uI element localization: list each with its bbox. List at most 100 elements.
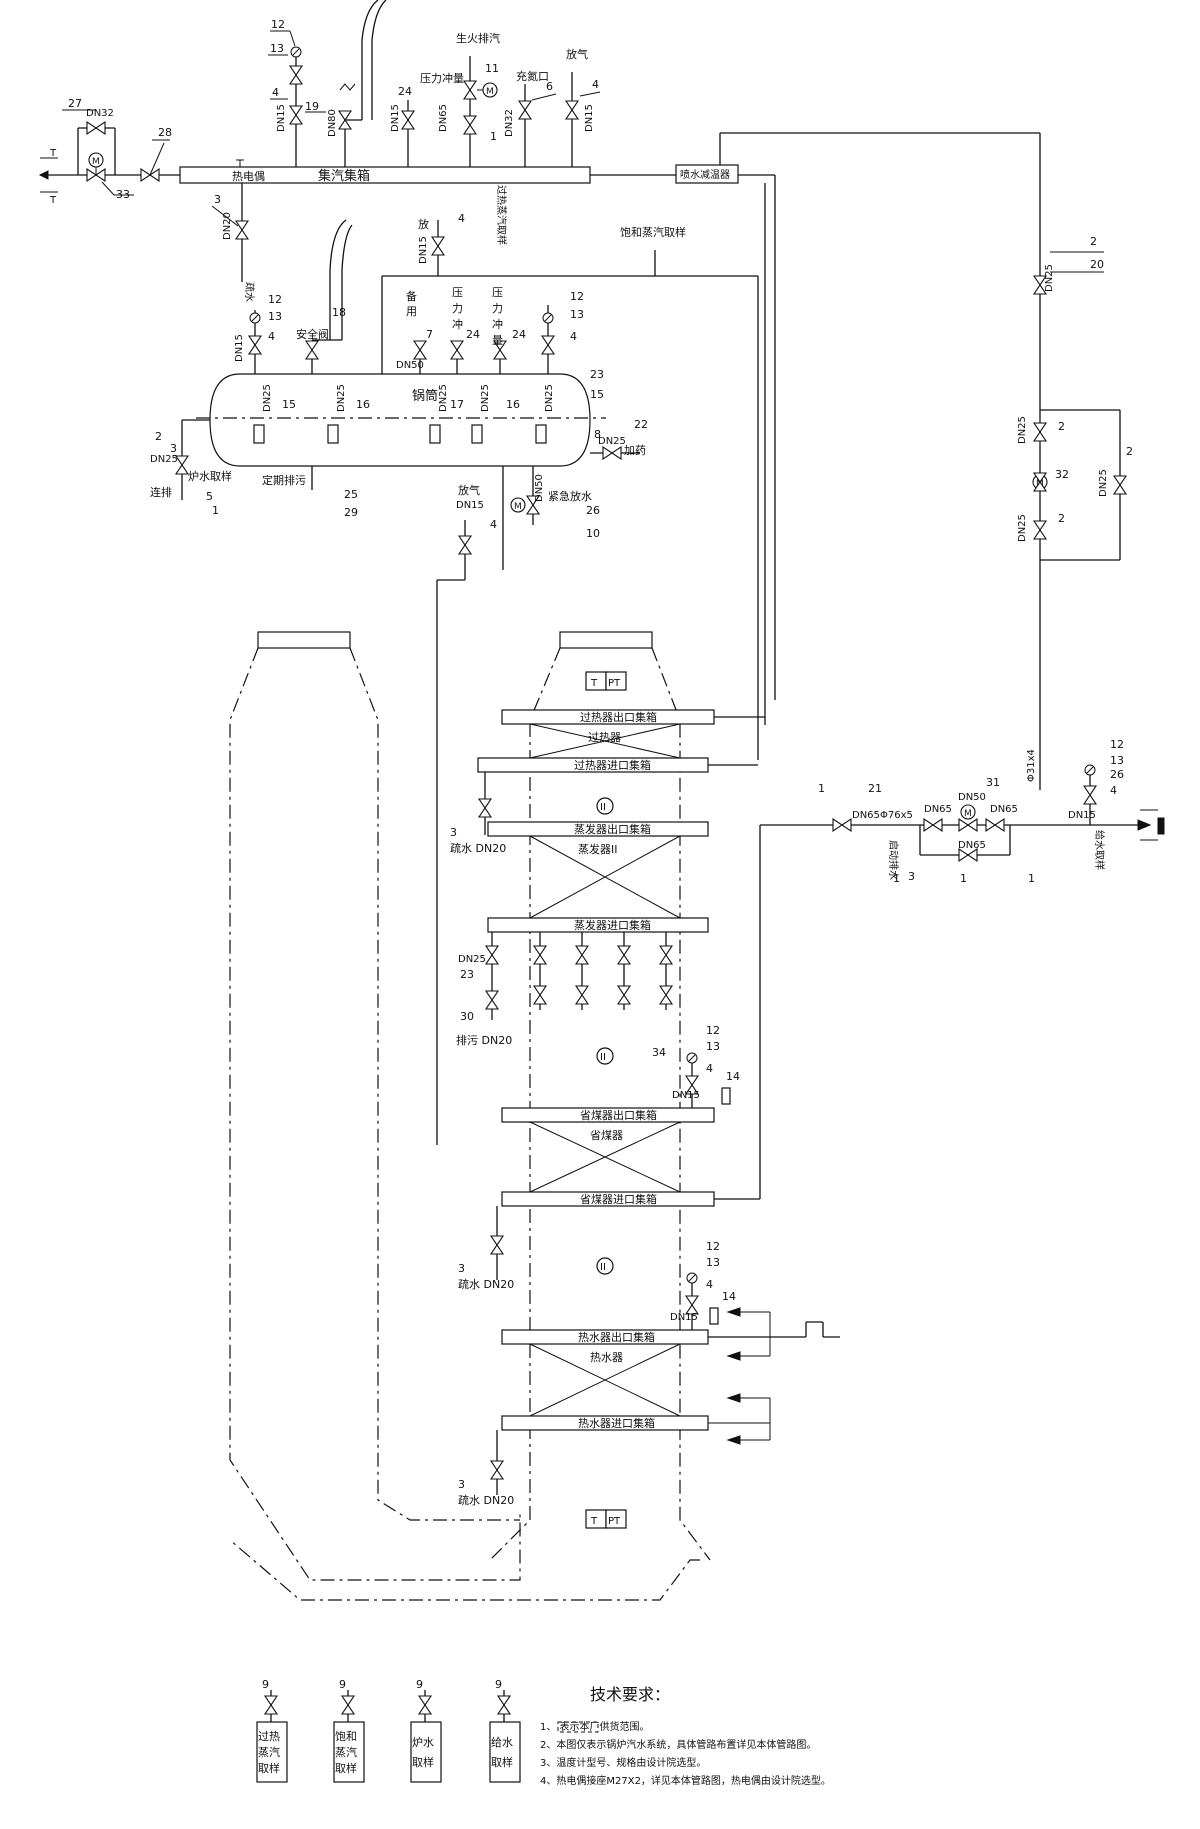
item-19: 19	[305, 100, 319, 113]
spray-water-line: 2 20 DN25 2 32 2 2 DN25 DN25 DN25 Φ31x4	[1017, 235, 1133, 782]
svg-text:12: 12	[706, 1240, 720, 1253]
item-28: 28	[158, 126, 172, 139]
tech-req-item-3: 3、温度计型号、规格由设计院选型。	[540, 1756, 706, 1769]
svg-text:14: 14	[722, 1290, 736, 1303]
item-6: 6	[546, 80, 553, 93]
svg-text:4: 4	[706, 1062, 713, 1075]
hot-water-label: 热水器	[590, 1351, 623, 1364]
tech-req-item-4: 4、热电偶接座M27X2，详见本体管路图，热电偶由设计院选型。	[540, 1774, 831, 1787]
svg-text:4: 4	[268, 330, 275, 343]
svg-text:1: 1	[1028, 872, 1035, 885]
left-pass	[229, 631, 521, 1581]
svg-text:DN15: DN15	[456, 500, 484, 511]
svg-text:2: 2	[1058, 420, 1065, 433]
svg-text:DN25: DN25	[458, 954, 486, 965]
svg-text:PT: PT	[608, 678, 621, 689]
svg-text:4: 4	[592, 78, 599, 91]
sh-steam-sample-label: 过热蒸汽取样	[495, 185, 508, 245]
svg-text:4: 4	[490, 518, 497, 531]
svg-text:备: 备	[406, 289, 417, 303]
sample-sh-steam: 9 过热 蒸汽 取样	[256, 1678, 288, 1783]
svg-text:过热: 过热	[258, 1730, 280, 1743]
svg-text:DN65: DN65	[990, 804, 1018, 815]
item-29: 29	[344, 506, 358, 519]
drain-dn20-1: 疏水 DN20	[450, 841, 506, 855]
svg-text:DN25: DN25	[150, 454, 178, 465]
svg-text:9: 9	[339, 1678, 346, 1691]
svg-text:4: 4	[570, 330, 577, 343]
item-8: 8	[594, 428, 601, 441]
nitrogen-port: 充氮口 6 DN32	[504, 69, 557, 167]
svg-text:1: 1	[960, 872, 967, 885]
svg-text:蒸汽: 蒸汽	[258, 1745, 280, 1759]
svg-text:1: 1	[212, 504, 219, 517]
item-16: 16	[356, 398, 370, 411]
live-steam-vent: 生火排汽 11 1 DN65	[438, 31, 500, 167]
svg-text:DN65: DN65	[438, 104, 449, 132]
svg-text:2: 2	[1126, 445, 1133, 458]
thermocouple-label: 热电偶	[232, 170, 265, 183]
sample-boiler-water: 9 炉水 取样	[410, 1678, 442, 1783]
tech-req-title: 技术要求：	[590, 1685, 670, 1704]
startup-drain-label: 启动排水	[887, 840, 900, 880]
svg-text:DN15: DN15	[1068, 810, 1096, 821]
svg-text:12: 12	[706, 1024, 720, 1037]
desuperheater: 喷水减温器	[590, 132, 1041, 790]
tower-drains: 3 疏水 DN20 DN25 23 30 排污 DN20 3 疏水 DN20 3…	[450, 772, 673, 1507]
sh-inlet-label: 过热器进口集箱	[574, 758, 651, 772]
drum-top-instruments: 12 13 4 DN15 18 安全阀 饱和蒸汽取样 放 4 DN15 7 备 …	[234, 212, 759, 760]
item-22: 22	[634, 418, 648, 431]
item-30: 30	[460, 1010, 474, 1023]
svg-text:用: 用	[406, 305, 417, 318]
svg-text:13: 13	[268, 310, 282, 323]
sample-coolers: 9 过热 蒸汽 取样 9 饱和 蒸汽 取样 9 炉水 取样 9	[256, 1678, 521, 1783]
svg-text:T: T	[590, 1516, 598, 1527]
evap2-label: 蒸发器II	[578, 842, 618, 856]
svg-text:PT: PT	[608, 1516, 621, 1527]
svg-text:力: 力	[452, 302, 463, 315]
gauge-size: DN15	[276, 104, 287, 132]
eco-gauges: 12 13 34 4 DN15 14 12 13 4 DN15 14	[652, 1024, 840, 1445]
item-27: 27	[68, 97, 82, 110]
svg-text:DN25: DN25	[1017, 514, 1028, 542]
header-vent: 放气 4 DN15	[565, 47, 601, 167]
item-25: 25	[344, 488, 358, 501]
item-20: 20	[1090, 258, 1104, 271]
header-drain-label: 疏水	[243, 282, 256, 302]
svg-text:2: 2	[155, 430, 162, 443]
svg-text:9: 9	[495, 1678, 502, 1691]
periodic-blowdown-label: 定期排污	[262, 473, 306, 487]
item-18: 18	[332, 306, 346, 319]
svg-text:Φ76x5: Φ76x5	[880, 810, 913, 821]
item-10: 10	[586, 527, 600, 540]
evap-outlet-label: 蒸发器出口集箱	[574, 822, 651, 836]
svg-text:炉水: 炉水	[412, 1736, 434, 1749]
pressure-flush-label: 压力冲量	[420, 71, 464, 85]
svg-text:2: 2	[1058, 512, 1065, 525]
svg-text:3: 3	[908, 870, 915, 883]
item-12: 12	[271, 18, 285, 31]
svg-text:15: 15	[590, 388, 604, 401]
item-24: 24	[398, 85, 412, 98]
svg-text:力: 力	[492, 302, 503, 315]
svg-text:26: 26	[1110, 768, 1124, 781]
svg-text:量: 量	[492, 334, 503, 347]
item-1-feed: 1	[818, 782, 825, 795]
svg-text:DN50: DN50	[958, 792, 986, 803]
item-32: 32	[1055, 468, 1069, 481]
live-steam-vent-label: 生火排汽	[456, 31, 500, 45]
svg-text:12: 12	[570, 290, 584, 303]
feedwater-sample-label: 给水取样	[1093, 830, 1106, 870]
svg-text:5: 5	[206, 490, 213, 503]
svg-text:24: 24	[512, 328, 526, 341]
svg-text:14: 14	[726, 1070, 740, 1083]
header-gauge: 12 13 4 DN15	[268, 18, 303, 167]
dosing-label: 加药	[624, 444, 646, 457]
drain-dn20-3: 疏水 DN20	[458, 1493, 514, 1507]
svg-text:3: 3	[458, 1262, 465, 1275]
svg-text:放: 放	[418, 217, 429, 231]
item-31: 31	[986, 776, 1000, 789]
svg-text:DN65: DN65	[958, 840, 986, 851]
svg-text:II: II	[600, 802, 606, 813]
